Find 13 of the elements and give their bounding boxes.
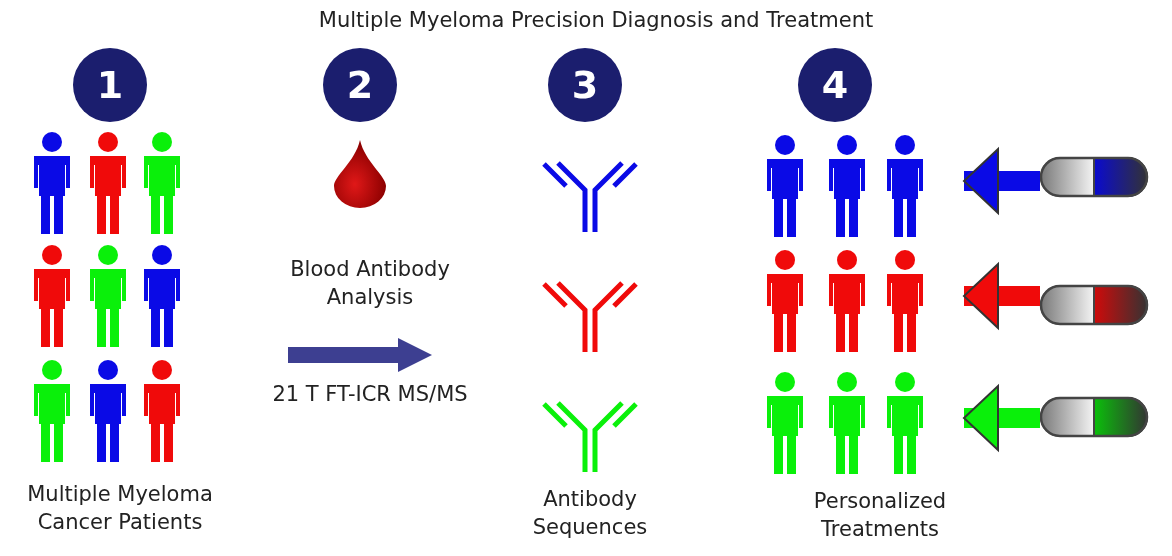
capsule-icon [1040,285,1148,325]
step-number: 1 [95,62,125,109]
capsule-icon [1040,397,1148,437]
step-number: 3 [570,62,600,109]
capsule-icon [1040,157,1148,197]
step-number: 2 [345,62,375,109]
group-label: Multiple Myeloma Cancer Patients [26,481,214,536]
group-label: Antibody Sequences [531,486,649,541]
step-label: 21 T FT-ICR MS/MS [271,381,469,408]
step-label: Blood Antibody Analysis [289,256,451,311]
title: Multiple Myeloma Precision Diagnosis and Treatment [317,7,875,34]
group-label: Personalized Treatments [812,488,948,543]
step-number: 4 [820,62,850,109]
